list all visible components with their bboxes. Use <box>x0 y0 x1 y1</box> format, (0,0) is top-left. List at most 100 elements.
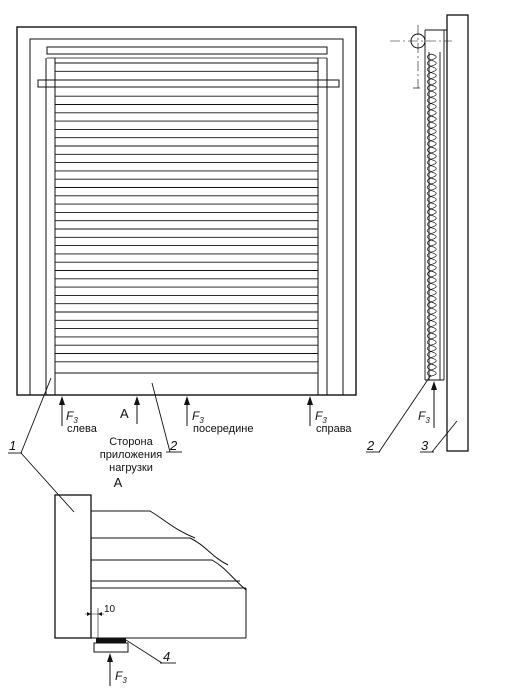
slat-profile <box>426 152 437 160</box>
slat-profile <box>426 146 437 154</box>
force-left-note: слева <box>67 423 98 435</box>
side-force-arrow <box>431 381 437 428</box>
slat-profile <box>426 97 437 104</box>
load-side-line2: приложения <box>100 449 162 461</box>
slat-profile <box>426 326 437 334</box>
slat-profile <box>426 252 437 259</box>
detail-force-head <box>107 653 113 662</box>
dimension-10: 10 <box>104 604 116 615</box>
opening-inner-frame <box>29 38 344 396</box>
force-middle-note: посередине <box>193 423 253 435</box>
slat-profile <box>426 140 437 148</box>
leader-2-side-label: 2 <box>366 438 375 453</box>
slat-profile <box>426 345 437 352</box>
force-right-note: справа <box>316 423 352 435</box>
load-pad-block <box>93 642 129 653</box>
slat-profile <box>426 208 437 216</box>
leader-4-line <box>125 639 163 664</box>
slat-profile <box>426 276 437 284</box>
slat-profile <box>426 239 437 247</box>
slat-profile <box>426 72 437 79</box>
force-arrow-middle <box>184 396 190 426</box>
slat-profile <box>426 84 437 92</box>
detail-force-f: F3 <box>115 669 127 685</box>
slat-profile <box>426 190 437 197</box>
slat-profile <box>426 177 437 185</box>
detail-view-a: 10 <box>54 494 247 686</box>
slat-profile <box>426 289 437 296</box>
side-view <box>390 14 469 452</box>
force-left-f: F3 <box>66 409 78 425</box>
slat-profile <box>426 338 437 346</box>
slat-profile <box>426 233 437 241</box>
side-wall <box>446 14 469 452</box>
slat-profile <box>426 78 437 86</box>
leader-2-side-line <box>378 374 432 453</box>
slat-profile <box>426 245 437 253</box>
slat-profile <box>426 270 437 278</box>
slat-profile <box>426 202 437 210</box>
slat-profile <box>426 351 437 358</box>
slat-profile <box>426 332 437 340</box>
side-force-f: F3 <box>418 409 430 425</box>
load-side-line3: нагрузки <box>109 462 153 474</box>
slat-profile <box>426 121 437 129</box>
cross-bar <box>37 79 340 88</box>
detail-slat-1 <box>91 510 196 539</box>
slat-profile <box>426 66 437 73</box>
leader-1-line-a <box>20 377 52 454</box>
leader-2-front-label: 2 <box>169 438 178 453</box>
slat-profile <box>426 258 437 265</box>
slat-profile <box>426 115 437 123</box>
force-middle-f: F3 <box>192 409 204 425</box>
shutter-box-top <box>46 46 328 55</box>
slat-profile <box>426 301 437 309</box>
force-arrow-right <box>307 396 313 426</box>
slat-profile <box>426 320 437 327</box>
slat-profile <box>426 90 437 98</box>
slat-profile <box>426 59 437 67</box>
side-slat-profiles <box>426 53 437 377</box>
slat-profile <box>426 109 437 117</box>
force-arrow-view-a <box>134 396 140 424</box>
force-right-f: F3 <box>315 409 327 425</box>
detail-wall <box>54 494 92 639</box>
slat-profile <box>426 214 437 222</box>
view-a-marker: A <box>120 406 129 421</box>
leader-2-front-line <box>151 382 171 453</box>
load-pad-dark <box>96 638 126 643</box>
slat-profile <box>426 363 437 371</box>
leader-1-line-b <box>20 452 75 513</box>
leader-3-line <box>431 420 458 453</box>
slat-profile <box>426 295 437 303</box>
slat-profile <box>426 357 437 365</box>
curtain-slats <box>55 62 318 363</box>
slat-profile <box>426 314 437 321</box>
front-view <box>16 26 357 396</box>
slat-profile <box>426 183 437 191</box>
detail-slat-3 <box>91 559 247 591</box>
slat-profile <box>426 264 437 272</box>
slat-profile <box>426 165 437 172</box>
slat-profile <box>426 134 437 141</box>
view-a-title: A <box>114 475 123 490</box>
slat-profile <box>426 196 437 203</box>
outer-frame <box>16 26 357 396</box>
slat-profile <box>426 103 437 110</box>
slat-profile <box>426 227 437 234</box>
slat-profile <box>426 221 437 228</box>
load-side-line1: Сторона <box>109 436 153 448</box>
slat-profile <box>426 307 437 315</box>
slat-profile <box>426 283 437 290</box>
slat-profile <box>426 369 437 377</box>
leader-3-label: 3 <box>421 438 429 453</box>
slat-profile <box>426 53 437 61</box>
slat-profile <box>426 159 437 166</box>
slat-profile <box>426 128 437 135</box>
leader-4-label: 4 <box>163 649 170 664</box>
slat-profile <box>426 171 437 179</box>
leader-1-label: 1 <box>9 438 16 453</box>
detail-slat-2 <box>91 537 229 566</box>
force-arrow-left <box>59 396 65 426</box>
